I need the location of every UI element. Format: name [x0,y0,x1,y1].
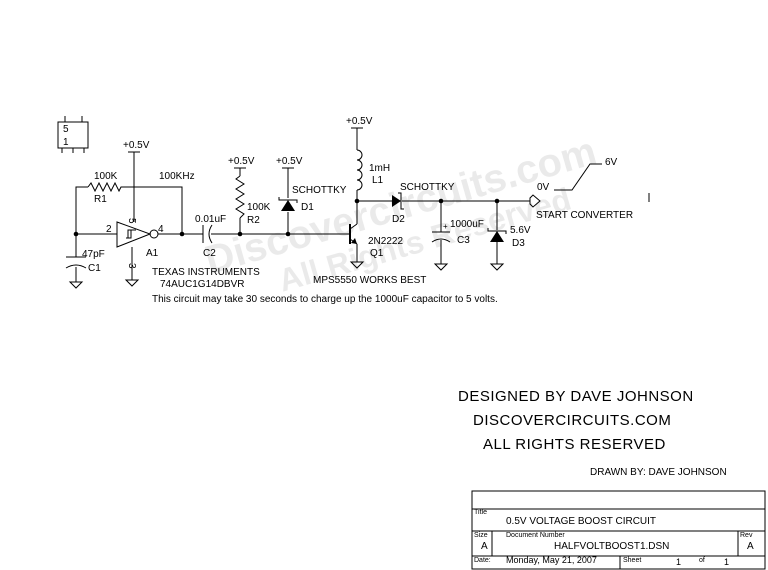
c2-ref: C2 [203,248,216,259]
chip-package-icon: 5 1 [57,116,89,153]
d1-ref: D1 [301,202,314,213]
junctions [73,198,500,237]
supply-symbols: +0.5V +0.5V +0.5V +0.5V [123,116,373,169]
c2-value: 0.01uF [195,214,226,225]
resistor-r2: 100K R2 [235,175,271,226]
output-label: START CONVERTER [536,210,633,221]
title-label: Title [474,509,487,516]
output-port: START CONVERTER [529,193,650,221]
watermark: Discovercircuits.com All Rights Reserved [200,129,601,299]
rev-value: A [747,541,754,552]
npn-transistor-q1: 2N2222 Q1 MPS5550 WORKS BEST [313,223,426,286]
supply-l1: +0.5V [346,116,373,127]
schottky-diode-d1: SCHOTTKY D1 [278,185,347,213]
r1-value: 100K [94,171,118,182]
c1-ref: C1 [88,263,101,274]
q1-ref: Q1 [370,248,384,259]
title-block [471,490,766,570]
q1-part: 2N2222 [368,236,403,247]
docnum-value: HALFVOLTBOOST1.DSN [554,541,670,552]
of-label: of [699,557,705,564]
ic-part-number: 74AUC1G14DBVR [160,279,244,290]
designer-credit: DESIGNED BY DAVE JOHNSON [458,388,694,405]
q1-note: MPS5550 WORKS BEST [313,275,426,286]
size-value: A [481,541,488,552]
a1-pin-in: 2 [106,224,112,235]
capacitor-c1: 47pF C1 [65,249,105,274]
drawn-by: DRAWN BY: DAVE JOHNSON [590,467,727,478]
sheet-label: Sheet [623,557,642,564]
capacitor-c2: 0.01uF C2 [195,214,226,259]
a1-pin-out: 4 [158,224,164,235]
d3-value: 5.6V [510,225,531,236]
a1-pin-vcc: 5 [126,218,137,224]
supply-d1: +0.5V [276,156,303,167]
c3-ref: C3 [457,235,470,246]
supply-r2: +0.5V [228,156,255,167]
sheet-value: 1 [676,557,682,567]
c1-value: 47pF [82,249,105,260]
zener-diode-d3: 5.6V D3 [487,225,531,249]
drawing-title: 0.5V VOLTAGE BOOST CIRCUIT [506,516,657,527]
rev-label: Rev [740,532,753,539]
docnum-label: Document Number [506,532,565,539]
date-value: Monday, May 21, 2007 [506,555,597,565]
wiring [75,128,530,282]
inductor-l1: 1mH L1 [356,149,390,191]
output-signal-waveform: 0V 6V [537,157,618,193]
r2-value: 100K [247,202,271,213]
c3-value: 1000uF [450,219,484,230]
sheets-value: 1 [724,557,730,567]
a1-pin-gnd: 3 [126,263,137,269]
c3-plus-sign: + [443,222,448,231]
rights-credit: ALL RIGHTS RESERVED [483,436,666,453]
website-credit: DISCOVERCIRCUITS.COM [473,412,672,429]
l1-ref: L1 [372,175,384,186]
chip-pin-bottom: 1 [63,137,69,148]
r1-ref: R1 [94,194,107,205]
d2-ref: D2 [392,214,405,225]
d2-type: SCHOTTKY [400,182,455,193]
circuit-note: This circuit may take 30 seconds to char… [152,294,498,305]
a1-ref: A1 [146,248,159,259]
ic-maker: TEXAS INSTRUMENTS [152,267,260,278]
chip-pin-top: 5 [63,124,69,135]
resistor-r1: 100K R1 [87,171,124,205]
capacitor-c3: + 1000uF C3 [431,219,484,246]
r2-ref: R2 [247,215,260,226]
frequency-label: 100KHz [159,171,195,182]
supply-a1: +0.5V [123,140,150,151]
d3-ref: D3 [512,238,525,249]
signal-low-level: 0V [537,182,550,193]
date-label: Date: [474,557,491,564]
l1-value: 1mH [369,163,390,174]
schottky-diode-d2: SCHOTTKY D2 [392,182,455,225]
size-label: Size [474,532,488,539]
d1-type: SCHOTTKY [292,185,347,196]
signal-high-level: 6V [605,157,618,168]
ground-symbols [68,261,505,289]
schmitt-inverter-a1: 2 4 5 3 A1 [106,218,164,269]
